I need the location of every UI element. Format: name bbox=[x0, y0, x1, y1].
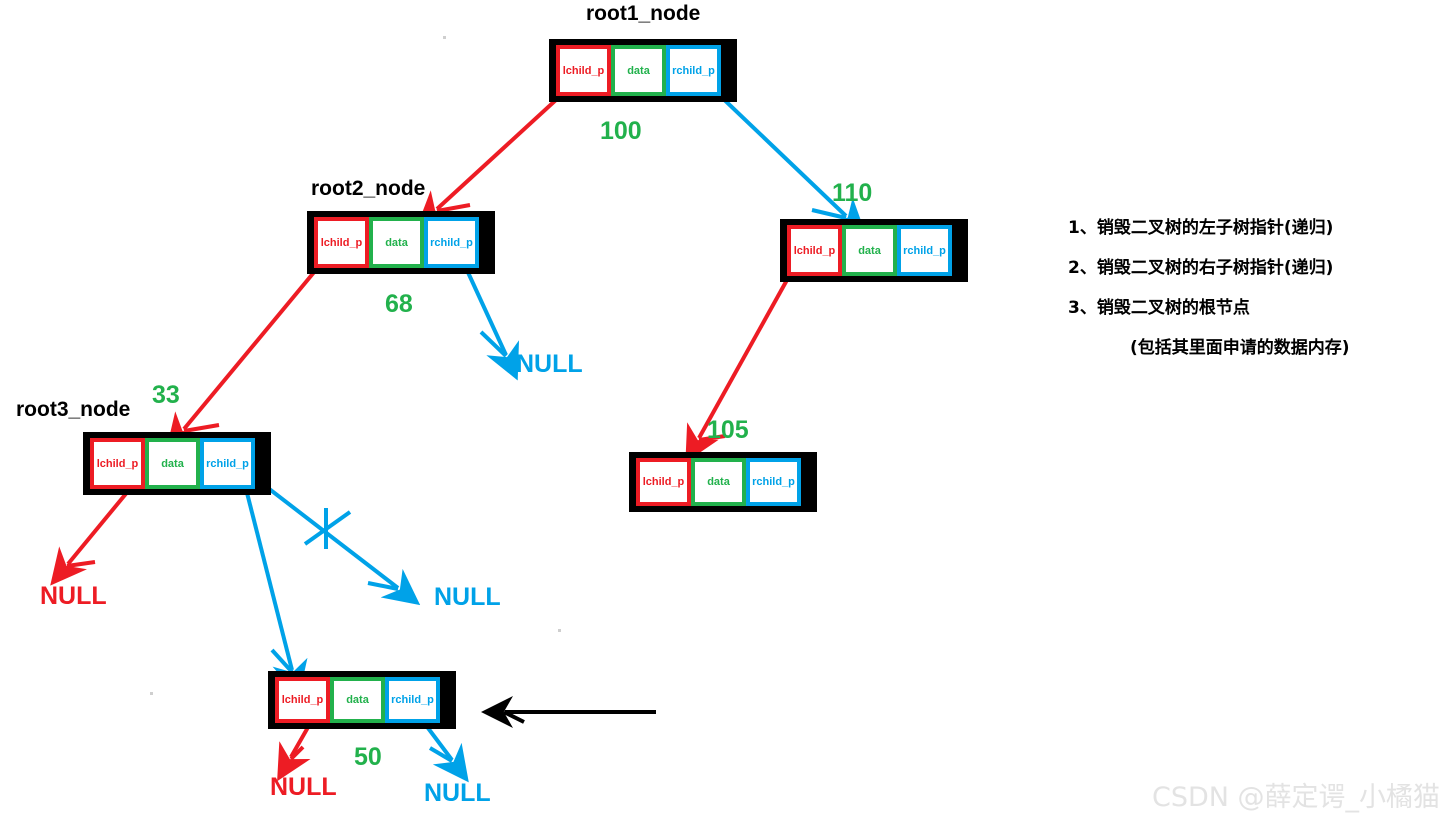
arrow-root3-rchild-to-null-crossed bbox=[253, 476, 421, 606]
node50-rchild-cell[interactable]: rchild_p bbox=[385, 677, 440, 723]
root3-data-cell[interactable]: data bbox=[145, 438, 200, 489]
root2-data-cell[interactable]: data bbox=[369, 217, 424, 268]
arrow-black-pointer bbox=[481, 696, 656, 728]
speck-dot bbox=[558, 629, 561, 632]
null-root2-right: NULL bbox=[516, 350, 583, 378]
notes-panel: 1、销毁二叉树的左子树指针(递归) 2、销毁二叉树的右子树指针(递归) 3、销毁… bbox=[1068, 213, 1448, 373]
address-root2: 68 bbox=[385, 290, 413, 318]
label-root1-node: root1_node bbox=[586, 2, 701, 25]
address-node50: 50 bbox=[354, 743, 382, 771]
node-root2[interactable]: lchild_p data rchild_p bbox=[307, 211, 495, 274]
arrow-root1-lchild-to-root2 bbox=[416, 86, 571, 228]
label-root3-node: root3_node bbox=[16, 398, 131, 421]
node-110[interactable]: lchild_p data rchild_p bbox=[780, 219, 968, 282]
node105-rchild-cell[interactable]: rchild_p bbox=[746, 458, 801, 506]
node-105[interactable]: lchild_p data rchild_p bbox=[629, 452, 817, 512]
label-root2-node: root2_node bbox=[311, 177, 426, 200]
root2-lchild-cell[interactable]: lchild_p bbox=[314, 217, 369, 268]
node-root3[interactable]: lchild_p data rchild_p bbox=[83, 432, 271, 495]
arrow-root2-lchild-to-root3 bbox=[166, 263, 322, 451]
node50-lchild-cell[interactable]: lchild_p bbox=[275, 677, 330, 723]
node110-rchild-cell[interactable]: rchild_p bbox=[897, 225, 952, 276]
root2-rchild-cell[interactable]: rchild_p bbox=[424, 217, 479, 268]
node110-data-cell[interactable]: data bbox=[842, 225, 897, 276]
arrow-root3-lchild-to-null bbox=[50, 488, 131, 586]
node50-data-cell[interactable]: data bbox=[330, 677, 385, 723]
address-node110: 110 bbox=[832, 179, 873, 207]
null-root3-left: NULL bbox=[40, 582, 107, 610]
root1-lchild-cell[interactable]: lchild_p bbox=[556, 45, 611, 96]
node110-lchild-cell[interactable]: lchild_p bbox=[787, 225, 842, 276]
watermark: CSDN @薛定谔_小橘猫 bbox=[1152, 782, 1441, 813]
null-node50-right: NULL bbox=[424, 779, 491, 807]
node105-data-cell[interactable]: data bbox=[691, 458, 746, 506]
address-root1: 100 bbox=[600, 117, 642, 145]
root3-rchild-cell[interactable]: rchild_p bbox=[200, 438, 255, 489]
null-root3-right: NULL bbox=[434, 583, 501, 611]
speck-dot bbox=[150, 692, 153, 695]
note-line-1: 1、销毁二叉树的左子树指针(递归) bbox=[1068, 218, 1334, 238]
speck-dot bbox=[443, 36, 446, 39]
node-50[interactable]: lchild_p data rchild_p bbox=[268, 671, 456, 729]
arrow-root1-rchild-to-node110 bbox=[712, 88, 867, 236]
address-node105: 105 bbox=[707, 416, 749, 444]
note-line-2: 2、销毁二叉树的右子树指针(递归) bbox=[1068, 258, 1334, 278]
root1-data-cell[interactable]: data bbox=[611, 45, 666, 96]
cross-out-mark bbox=[303, 508, 352, 549]
arrow-root3-rchild-to-node50 bbox=[243, 484, 308, 698]
null-node50-left: NULL bbox=[270, 773, 337, 801]
note-line-3: 3、销毁二叉树的根节点 bbox=[1068, 298, 1250, 318]
arrow-node110-lchild-to-node105 bbox=[685, 261, 799, 463]
node105-lchild-cell[interactable]: lchild_p bbox=[636, 458, 691, 506]
address-root3: 33 bbox=[152, 381, 180, 409]
root1-rchild-cell[interactable]: rchild_p bbox=[666, 45, 721, 96]
note-line-4: (包括其里面申请的数据内存) bbox=[1130, 338, 1350, 358]
node-root1[interactable]: lchild_p data rchild_p bbox=[549, 39, 737, 102]
root3-lchild-cell[interactable]: lchild_p bbox=[90, 438, 145, 489]
